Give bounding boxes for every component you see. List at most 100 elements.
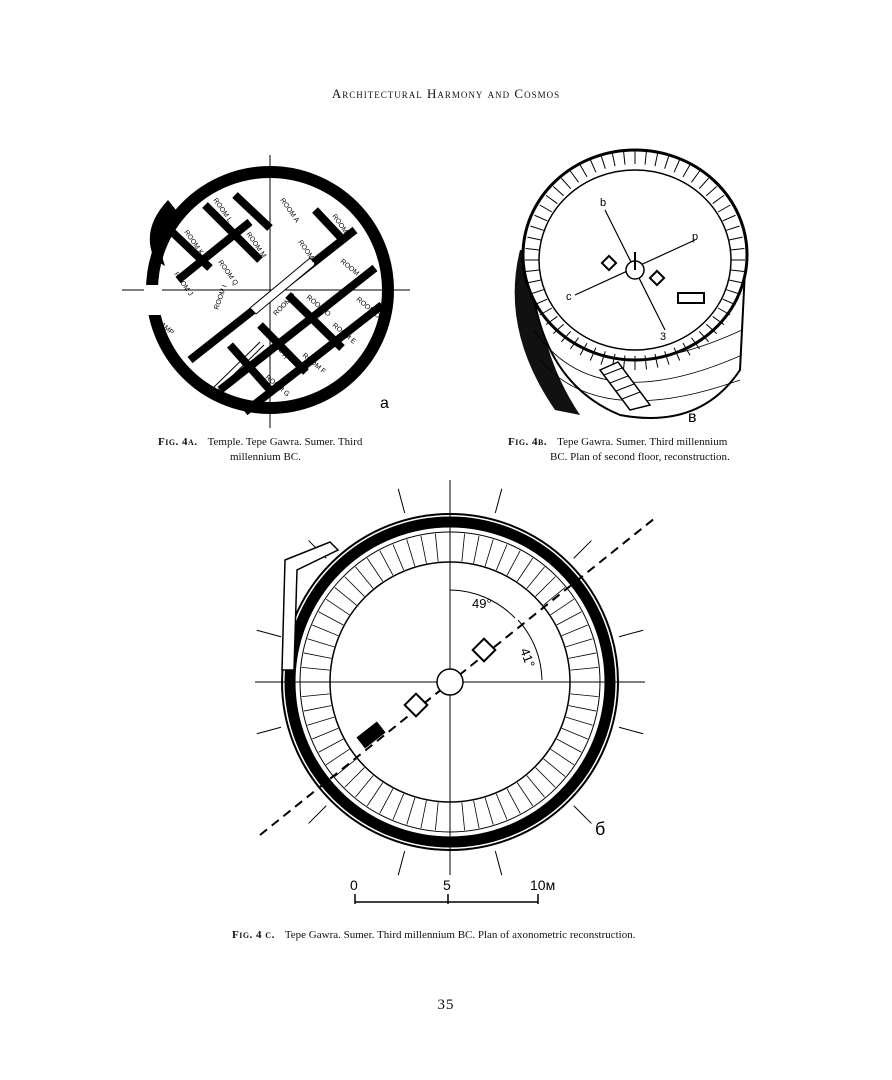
tick-mark bbox=[461, 533, 466, 562]
room-a-label: ROOM A bbox=[278, 197, 300, 224]
tick-mark bbox=[312, 624, 339, 637]
tick-mark bbox=[392, 544, 405, 571]
tick-mark bbox=[691, 337, 701, 350]
tick-mark bbox=[728, 236, 743, 241]
tick-mark bbox=[344, 767, 365, 788]
tick-mark bbox=[301, 693, 330, 698]
caption-label: Fig. 4 c. bbox=[232, 929, 275, 941]
tick-mark bbox=[344, 576, 365, 597]
scale-label-10m: 10м bbox=[530, 877, 555, 893]
tick-mark bbox=[664, 351, 670, 365]
tick-mark bbox=[530, 225, 544, 231]
room-i-label: ROOM I bbox=[213, 284, 228, 311]
tick-mark bbox=[484, 797, 494, 825]
tick-mark bbox=[543, 758, 566, 777]
caption-label: Fig. 4a. bbox=[158, 436, 198, 448]
tick-mark bbox=[526, 566, 545, 589]
panel-letter-a: a bbox=[380, 395, 389, 412]
tick-mark bbox=[473, 800, 480, 829]
caption-text: millennium BC. bbox=[230, 451, 301, 463]
caption-fig-4c: Fig. 4 c. Tepe Gawra. Sumer. Third millen… bbox=[232, 928, 702, 943]
tick-mark bbox=[573, 540, 592, 559]
tick-mark bbox=[717, 204, 731, 213]
tick-mark bbox=[495, 544, 508, 571]
caption-label: Fig. 4b. bbox=[508, 436, 548, 448]
tick-mark bbox=[256, 629, 282, 638]
tick-mark bbox=[535, 767, 556, 788]
tick-mark bbox=[600, 155, 606, 169]
caption-text: Temple. Tepe Gawra. Sumer. Third bbox=[207, 436, 363, 448]
tick-mark bbox=[406, 797, 416, 825]
tick-mark bbox=[307, 638, 335, 648]
tick-mark bbox=[527, 279, 542, 284]
axis-label-p: p bbox=[692, 231, 698, 243]
tick-mark bbox=[494, 488, 503, 514]
tick-mark bbox=[706, 323, 718, 334]
tick-mark bbox=[461, 802, 466, 831]
tick-mark bbox=[644, 150, 647, 165]
tick-mark bbox=[495, 793, 508, 820]
tick-mark bbox=[561, 624, 588, 637]
tick-mark bbox=[366, 782, 384, 807]
tick-mark bbox=[325, 598, 350, 616]
tick-mark bbox=[397, 850, 406, 876]
figure-4c-plan: 49° 41° б 0 5 10м bbox=[255, 480, 656, 904]
tick-mark bbox=[473, 535, 480, 564]
angle-49-label: 49° bbox=[472, 596, 492, 611]
tick-mark bbox=[565, 638, 593, 648]
axis-label-c: c bbox=[566, 291, 572, 303]
tick-mark bbox=[379, 550, 394, 576]
tick-mark bbox=[516, 782, 534, 807]
tick-mark bbox=[573, 805, 592, 824]
tick-mark bbox=[726, 225, 740, 231]
tick-mark bbox=[644, 355, 647, 370]
running-head: Architectural Harmony and Cosmos bbox=[331, 86, 561, 101]
tick-mark bbox=[569, 337, 579, 350]
tick-mark bbox=[552, 186, 564, 197]
tick-mark bbox=[355, 775, 374, 798]
tick-mark bbox=[420, 800, 427, 829]
tick-mark bbox=[682, 342, 691, 356]
caption-text: Tepe Gawra. Sumer. Third millennium BC. … bbox=[284, 929, 636, 941]
tick-mark bbox=[334, 758, 357, 777]
figure-4a-temple-plan: ROOM A ROOM B ROOM C ROOM D ROOM E ROOM … bbox=[122, 155, 410, 428]
tick-mark bbox=[526, 775, 545, 798]
tick-mark bbox=[561, 727, 588, 740]
axis-label-3: 3 bbox=[660, 331, 666, 343]
room-c-label: ROOM C bbox=[339, 258, 366, 282]
angle-41-label: 41° bbox=[517, 646, 538, 670]
tick-mark bbox=[325, 748, 350, 766]
tick-mark bbox=[673, 159, 681, 173]
axis-label-b: b bbox=[600, 197, 606, 209]
tick-mark bbox=[525, 269, 540, 272]
tick-mark bbox=[623, 150, 626, 165]
tick-mark bbox=[527, 236, 542, 241]
tick-mark bbox=[730, 269, 745, 272]
tick-mark bbox=[726, 289, 740, 295]
tick-mark bbox=[355, 566, 374, 589]
tick-mark bbox=[579, 164, 588, 178]
tick-mark bbox=[308, 805, 327, 824]
page-number: 35 bbox=[437, 997, 455, 1013]
tick-mark bbox=[334, 587, 357, 606]
tick-mark bbox=[535, 576, 556, 597]
tick-mark bbox=[434, 533, 439, 562]
tick-mark bbox=[318, 738, 344, 753]
tick-mark bbox=[730, 248, 745, 251]
tick-mark bbox=[534, 298, 548, 306]
caption-text: Tepe Gawra. Sumer. Third millennium bbox=[557, 436, 728, 448]
tick-mark bbox=[673, 347, 681, 361]
tick-mark bbox=[539, 307, 553, 316]
caption-fig-4a: Fig. 4a. Temple. Tepe Gawra. Sumer. Third… bbox=[158, 435, 408, 465]
tick-mark bbox=[722, 214, 736, 222]
tick-mark bbox=[494, 850, 503, 876]
tick-mark bbox=[318, 611, 344, 626]
tick-mark bbox=[303, 652, 332, 659]
tick-mark bbox=[307, 716, 335, 726]
tick-mark bbox=[379, 788, 394, 814]
tick-mark bbox=[545, 194, 558, 204]
tick-mark bbox=[569, 170, 579, 183]
tick-mark bbox=[543, 587, 566, 606]
tick-mark bbox=[406, 539, 416, 567]
tick-mark bbox=[516, 557, 534, 582]
